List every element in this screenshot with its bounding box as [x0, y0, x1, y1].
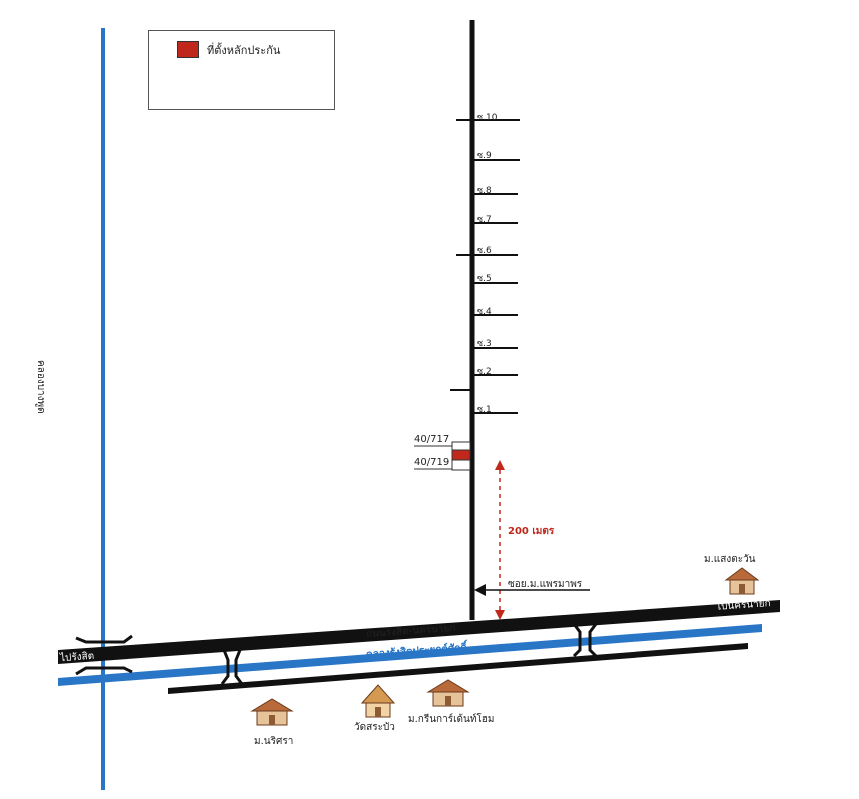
bridge-right-right: [588, 623, 598, 658]
legend-swatch: [177, 41, 199, 58]
landmark-wat: วัดสระบัว: [354, 722, 395, 733]
plot-upper-box: [451, 441, 471, 451]
plot-number-upper: 40/717: [414, 434, 450, 445]
bridge-mid-left: [220, 649, 230, 685]
roof-shape: [724, 567, 760, 581]
soi-label-7: ซ.7: [477, 215, 492, 225]
soi-label-4: ซ.4: [477, 307, 492, 317]
door-shape: [739, 584, 745, 594]
plot-number-lower: 40/719: [414, 457, 450, 468]
soi-label-3: ซ.3: [477, 339, 492, 349]
legend-label: ที่ตั้งหลักประกัน: [207, 44, 281, 57]
main-road: [58, 600, 780, 664]
plot-lower-box: [451, 459, 471, 471]
soi-label-8: ซ.8: [477, 186, 492, 196]
soi-label-9: ซ.9: [477, 151, 492, 161]
to-left-label: ไปรังสิต: [59, 650, 95, 665]
property-marker: [451, 449, 471, 461]
bridge-mid-right: [234, 649, 244, 685]
roof-shape: [426, 679, 470, 693]
house-icon-green-garden: [426, 679, 470, 707]
landmark-green-garden: ม.กรีนการ์เด้นท์โฮม: [408, 714, 495, 725]
distance-label: 200 เมตร: [508, 526, 555, 537]
distance-arrow-top: [495, 460, 505, 470]
side-streets: [450, 119, 520, 414]
landmark-narisra: ม.นริศรา: [254, 736, 294, 747]
bridge-left-bottom: [75, 666, 133, 676]
bridge-left-top: [75, 634, 133, 644]
soi-entrance-label: ซอย.ม.แพรมาพร: [508, 579, 583, 590]
soi-entrance-arrow: [474, 584, 486, 596]
door-shape: [375, 707, 381, 717]
house-icon-narisra: [250, 698, 294, 726]
soi-label-10: ซ.10: [477, 113, 498, 123]
distance-arrow-bottom: [495, 610, 505, 620]
soi-label-5: ซ.5: [477, 274, 492, 284]
roof-shape: [360, 684, 396, 704]
bridge-left: [75, 634, 133, 676]
canal: [58, 624, 762, 686]
soi-label-1: ซ.1: [477, 405, 492, 415]
house-icon-sangtawan: [724, 567, 760, 595]
landmark-sangtawan: ม.แสงตะวัน: [704, 554, 756, 565]
legend-box: ที่ตั้งหลักประกัน: [148, 30, 335, 110]
bridge-right: [572, 623, 598, 658]
roof-shape: [250, 698, 294, 712]
door-shape: [445, 696, 451, 706]
door-shape: [269, 715, 275, 725]
left-canal-label: คลองบางพูด: [35, 360, 46, 414]
soi-label-2: ซ.2: [477, 367, 492, 377]
bridge-right-left: [572, 623, 582, 658]
temple-icon: [360, 684, 396, 718]
soi-label-6: ซ.6: [477, 246, 492, 256]
bridge-mid: [220, 649, 244, 685]
lower-road: [168, 643, 748, 694]
